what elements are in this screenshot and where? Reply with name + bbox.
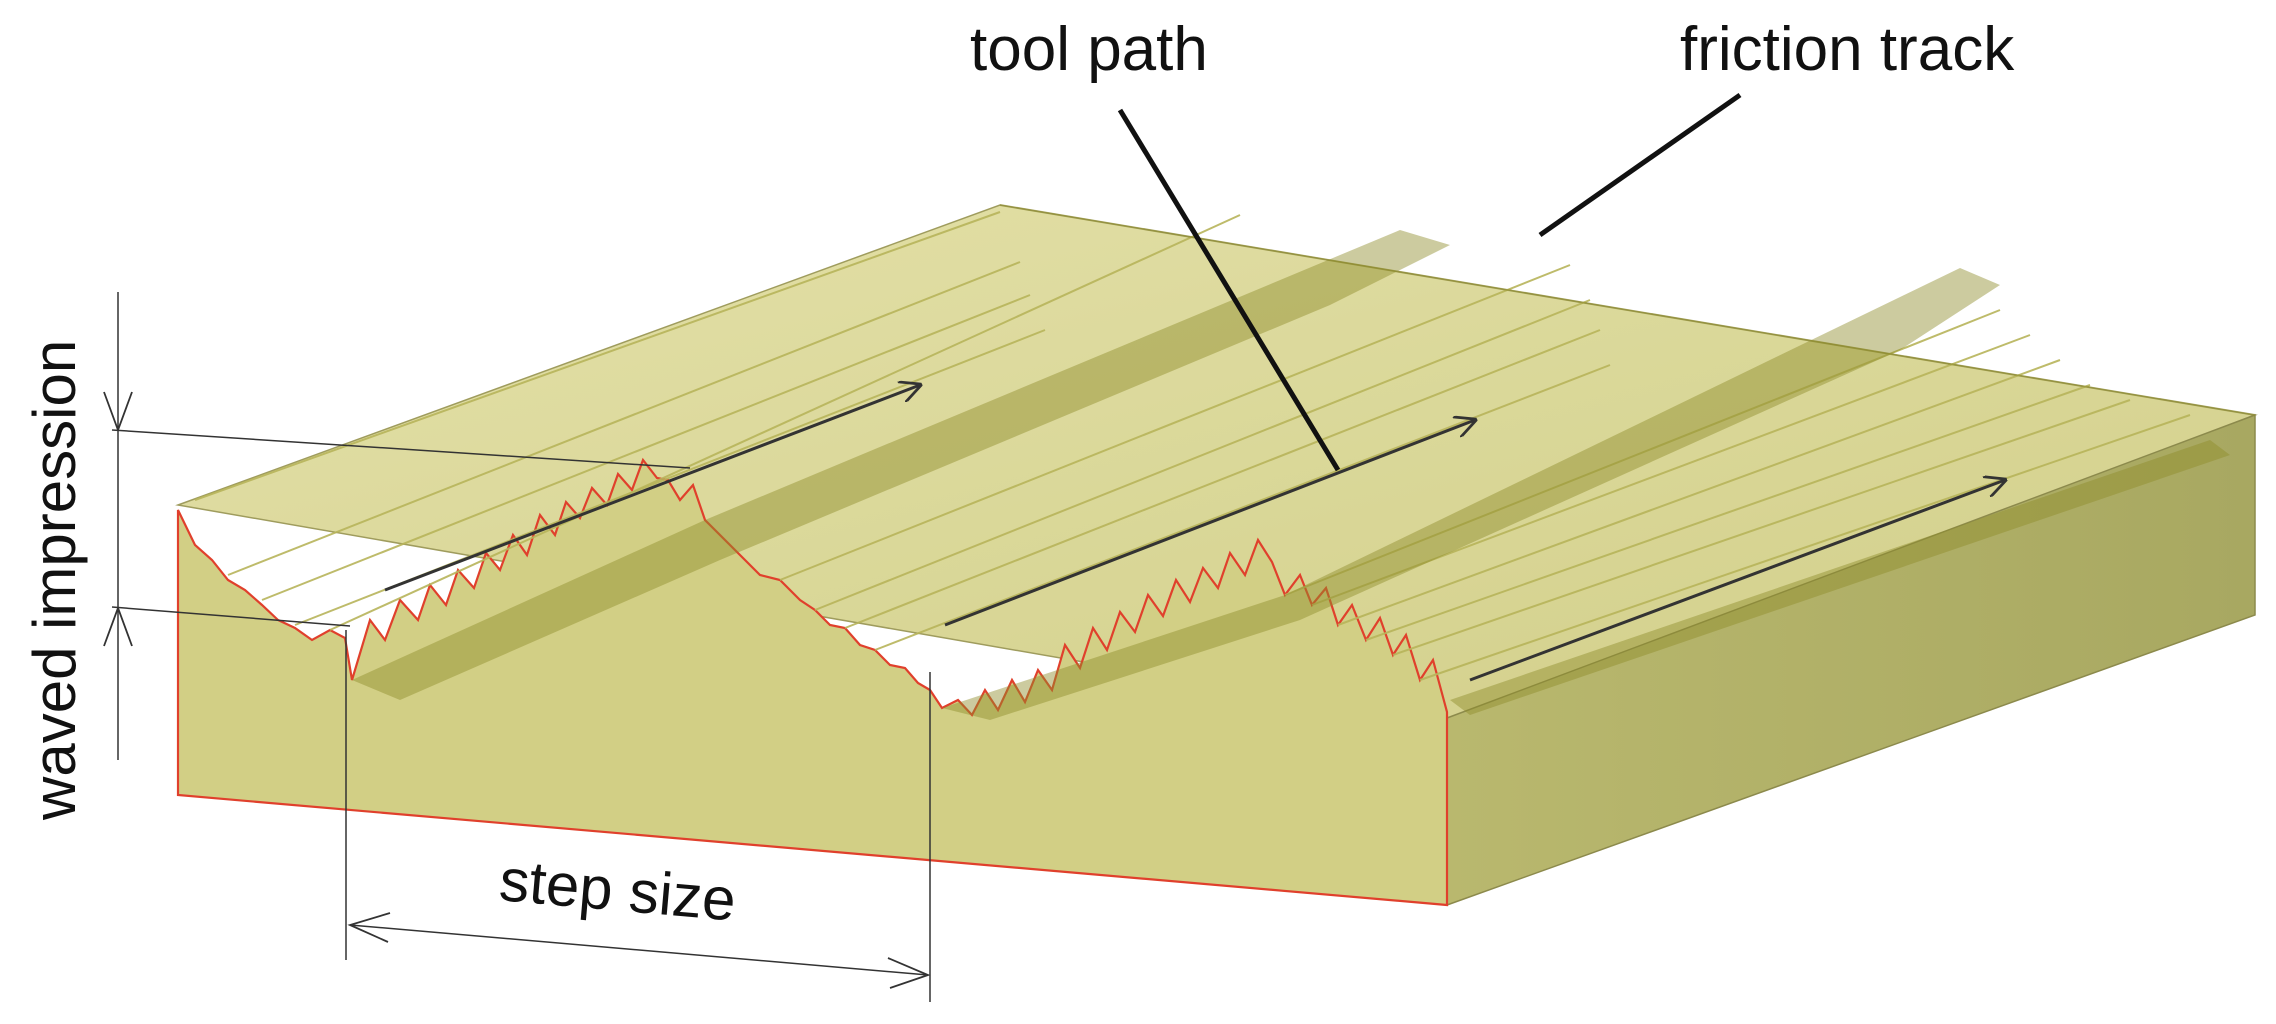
tool-path-label: tool path (970, 15, 1208, 84)
material-block (175, 204, 2258, 907)
friction-track-leader (1538, 92, 1742, 238)
annotation-leaders (1117, 92, 1742, 472)
step-size-label: step size (497, 846, 739, 933)
friction-tracks (352, 230, 2230, 720)
tool-path-arrow-1 (384, 385, 920, 592)
waved-profile-edge (176, 457, 1449, 907)
waved-impression-dimension (103, 292, 691, 760)
friction-track-label: friction track (1680, 15, 2015, 84)
friction-track-1 (352, 230, 1450, 700)
step-size-dimension (345, 630, 931, 1002)
friction-track-2 (942, 268, 2000, 720)
tool-path-leader (1117, 108, 1341, 472)
tool-path-arrow-3 (1469, 480, 2005, 682)
tool-path-arrows (384, 385, 2005, 682)
tool-path-arrow-2 (944, 420, 1475, 627)
waved-impression-label: waved impression (21, 340, 88, 821)
friction-track-3 (1450, 440, 2230, 715)
